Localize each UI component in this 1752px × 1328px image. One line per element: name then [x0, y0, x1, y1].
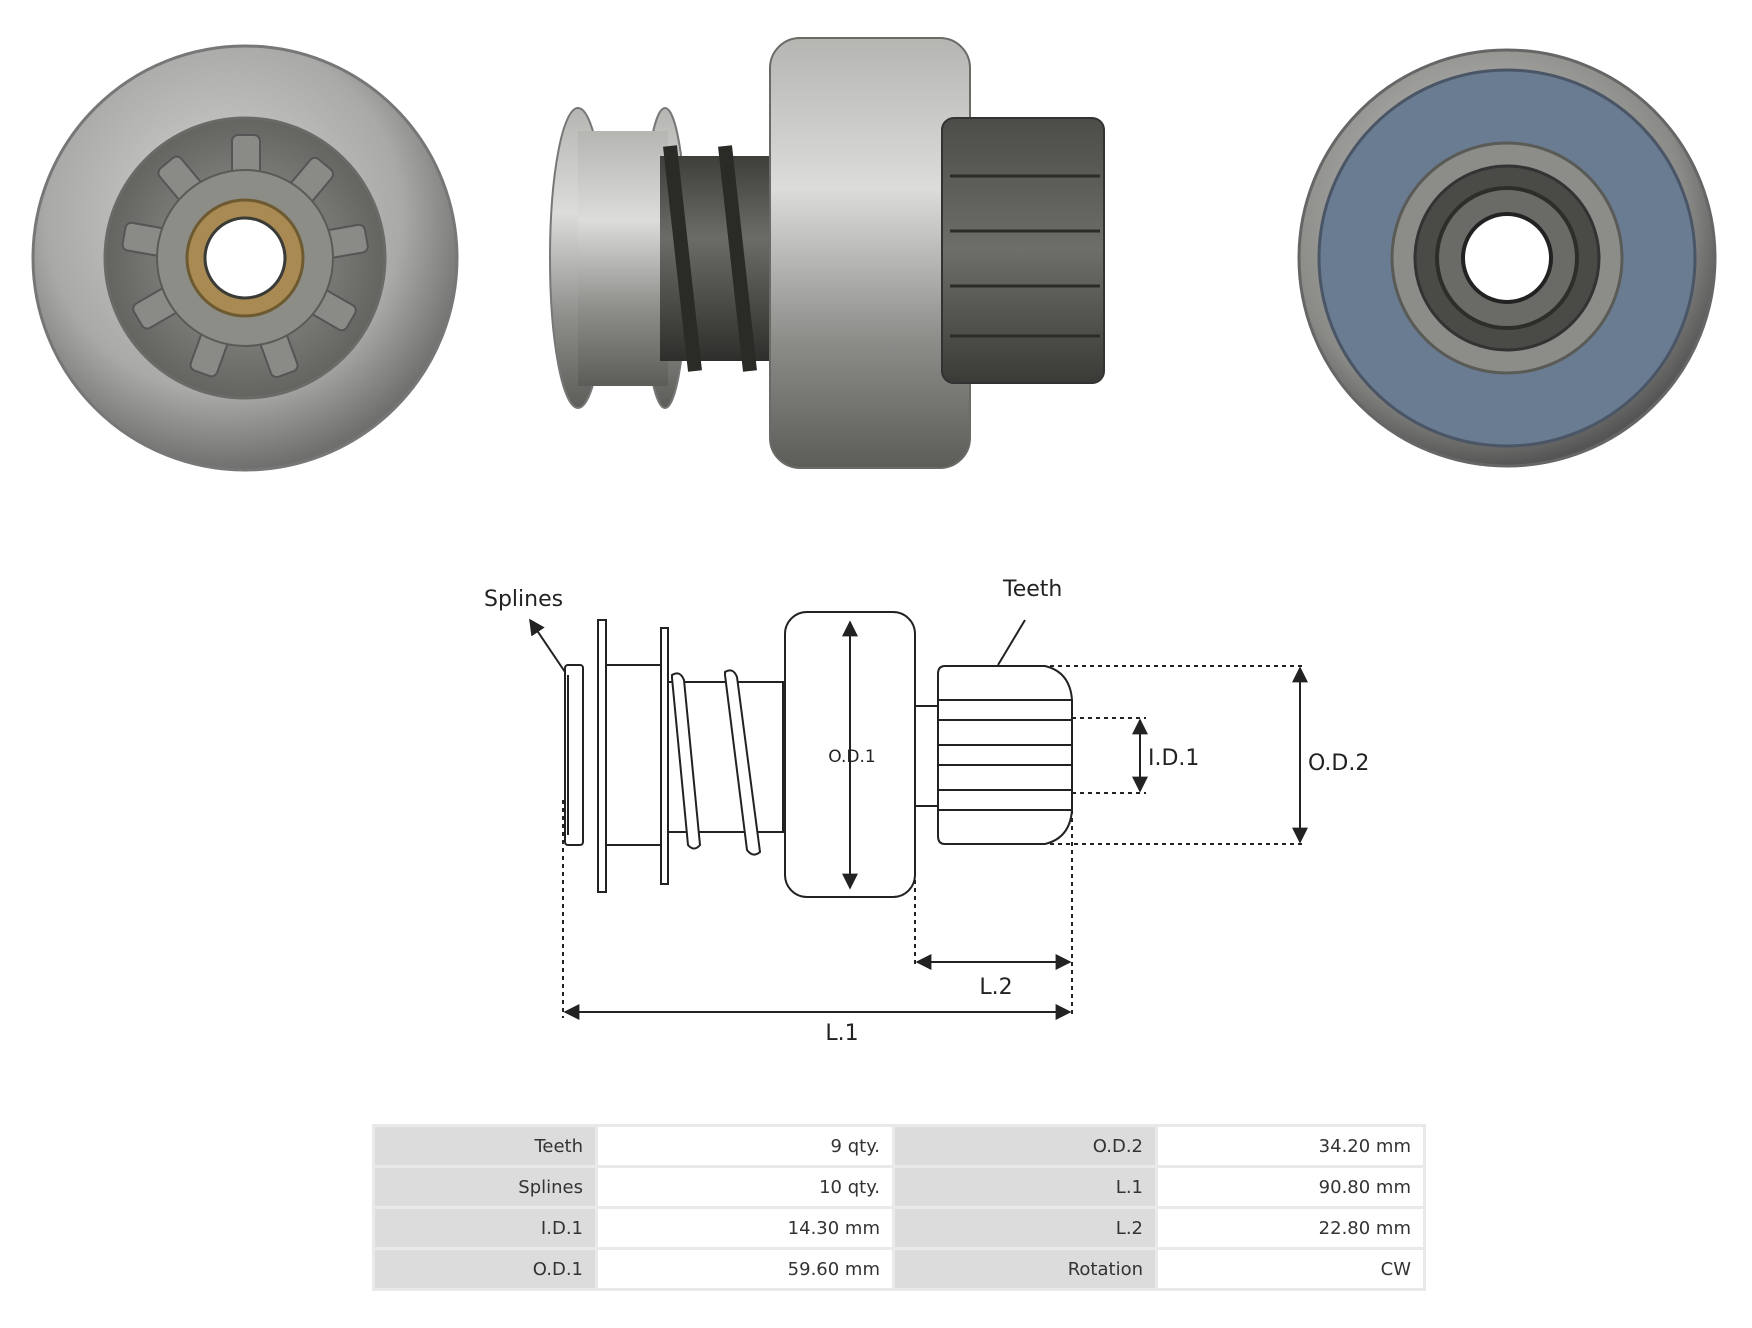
spec-label: O.D.2 — [895, 1127, 1155, 1165]
label-od1: O.D.1 — [828, 747, 875, 767]
spec-label: Rotation — [895, 1250, 1155, 1288]
diagram-spring — [671, 672, 702, 850]
label-l2: L.2 — [979, 975, 1012, 1000]
diagram-spline-collar — [564, 664, 584, 846]
table-row: Splines 10 qty. L.1 90.80 mm — [375, 1168, 1423, 1206]
spec-value: 90.80 mm — [1158, 1168, 1423, 1206]
bore-hole — [1461, 212, 1553, 304]
label-splines: Splines — [484, 587, 563, 612]
pinion-gear — [941, 117, 1105, 384]
spec-value: 9 qty. — [598, 1127, 892, 1165]
spec-value: 22.80 mm — [1158, 1209, 1423, 1247]
spec-label: L.1 — [895, 1168, 1155, 1206]
label-id1: I.D.1 — [1148, 746, 1199, 771]
label-teeth: Teeth — [1002, 577, 1062, 602]
spec-value: 14.30 mm — [598, 1209, 892, 1247]
spec-label: O.D.1 — [375, 1250, 595, 1288]
spec-table: Teeth 9 qty. O.D.2 34.20 mm Splines 10 q… — [372, 1124, 1426, 1291]
label-od2: O.D.2 — [1308, 751, 1369, 776]
spec-value: 34.20 mm — [1158, 1127, 1423, 1165]
label-l1: L.1 — [825, 1021, 858, 1046]
pinion-rear-view — [1297, 48, 1717, 468]
table-row: I.D.1 14.30 mm L.2 22.80 mm — [375, 1209, 1423, 1247]
spec-label: Teeth — [375, 1127, 595, 1165]
bore-hole — [203, 216, 287, 300]
spec-label: I.D.1 — [375, 1209, 595, 1247]
starter-drive-side-view — [549, 37, 1105, 469]
spec-value: 59.60 mm — [598, 1250, 892, 1288]
spec-value: 10 qty. — [598, 1168, 892, 1206]
clutch-housing — [769, 37, 971, 469]
dimension-diagram: Splines Teeth O.D.1 I.D.1 O.D.2 L.2 L.1 — [484, 577, 1369, 1046]
table-row: O.D.1 59.60 mm Rotation CW — [375, 1250, 1423, 1288]
diagram-washer-2 — [660, 627, 669, 885]
pinion-front-view — [31, 44, 459, 472]
diagram-pinion — [937, 665, 1073, 845]
spec-label: Splines — [375, 1168, 595, 1206]
table-row: Teeth 9 qty. O.D.2 34.20 mm — [375, 1127, 1423, 1165]
spec-value: CW — [1158, 1250, 1423, 1288]
spec-label: L.2 — [895, 1209, 1155, 1247]
diagram-washer-1 — [597, 619, 607, 893]
